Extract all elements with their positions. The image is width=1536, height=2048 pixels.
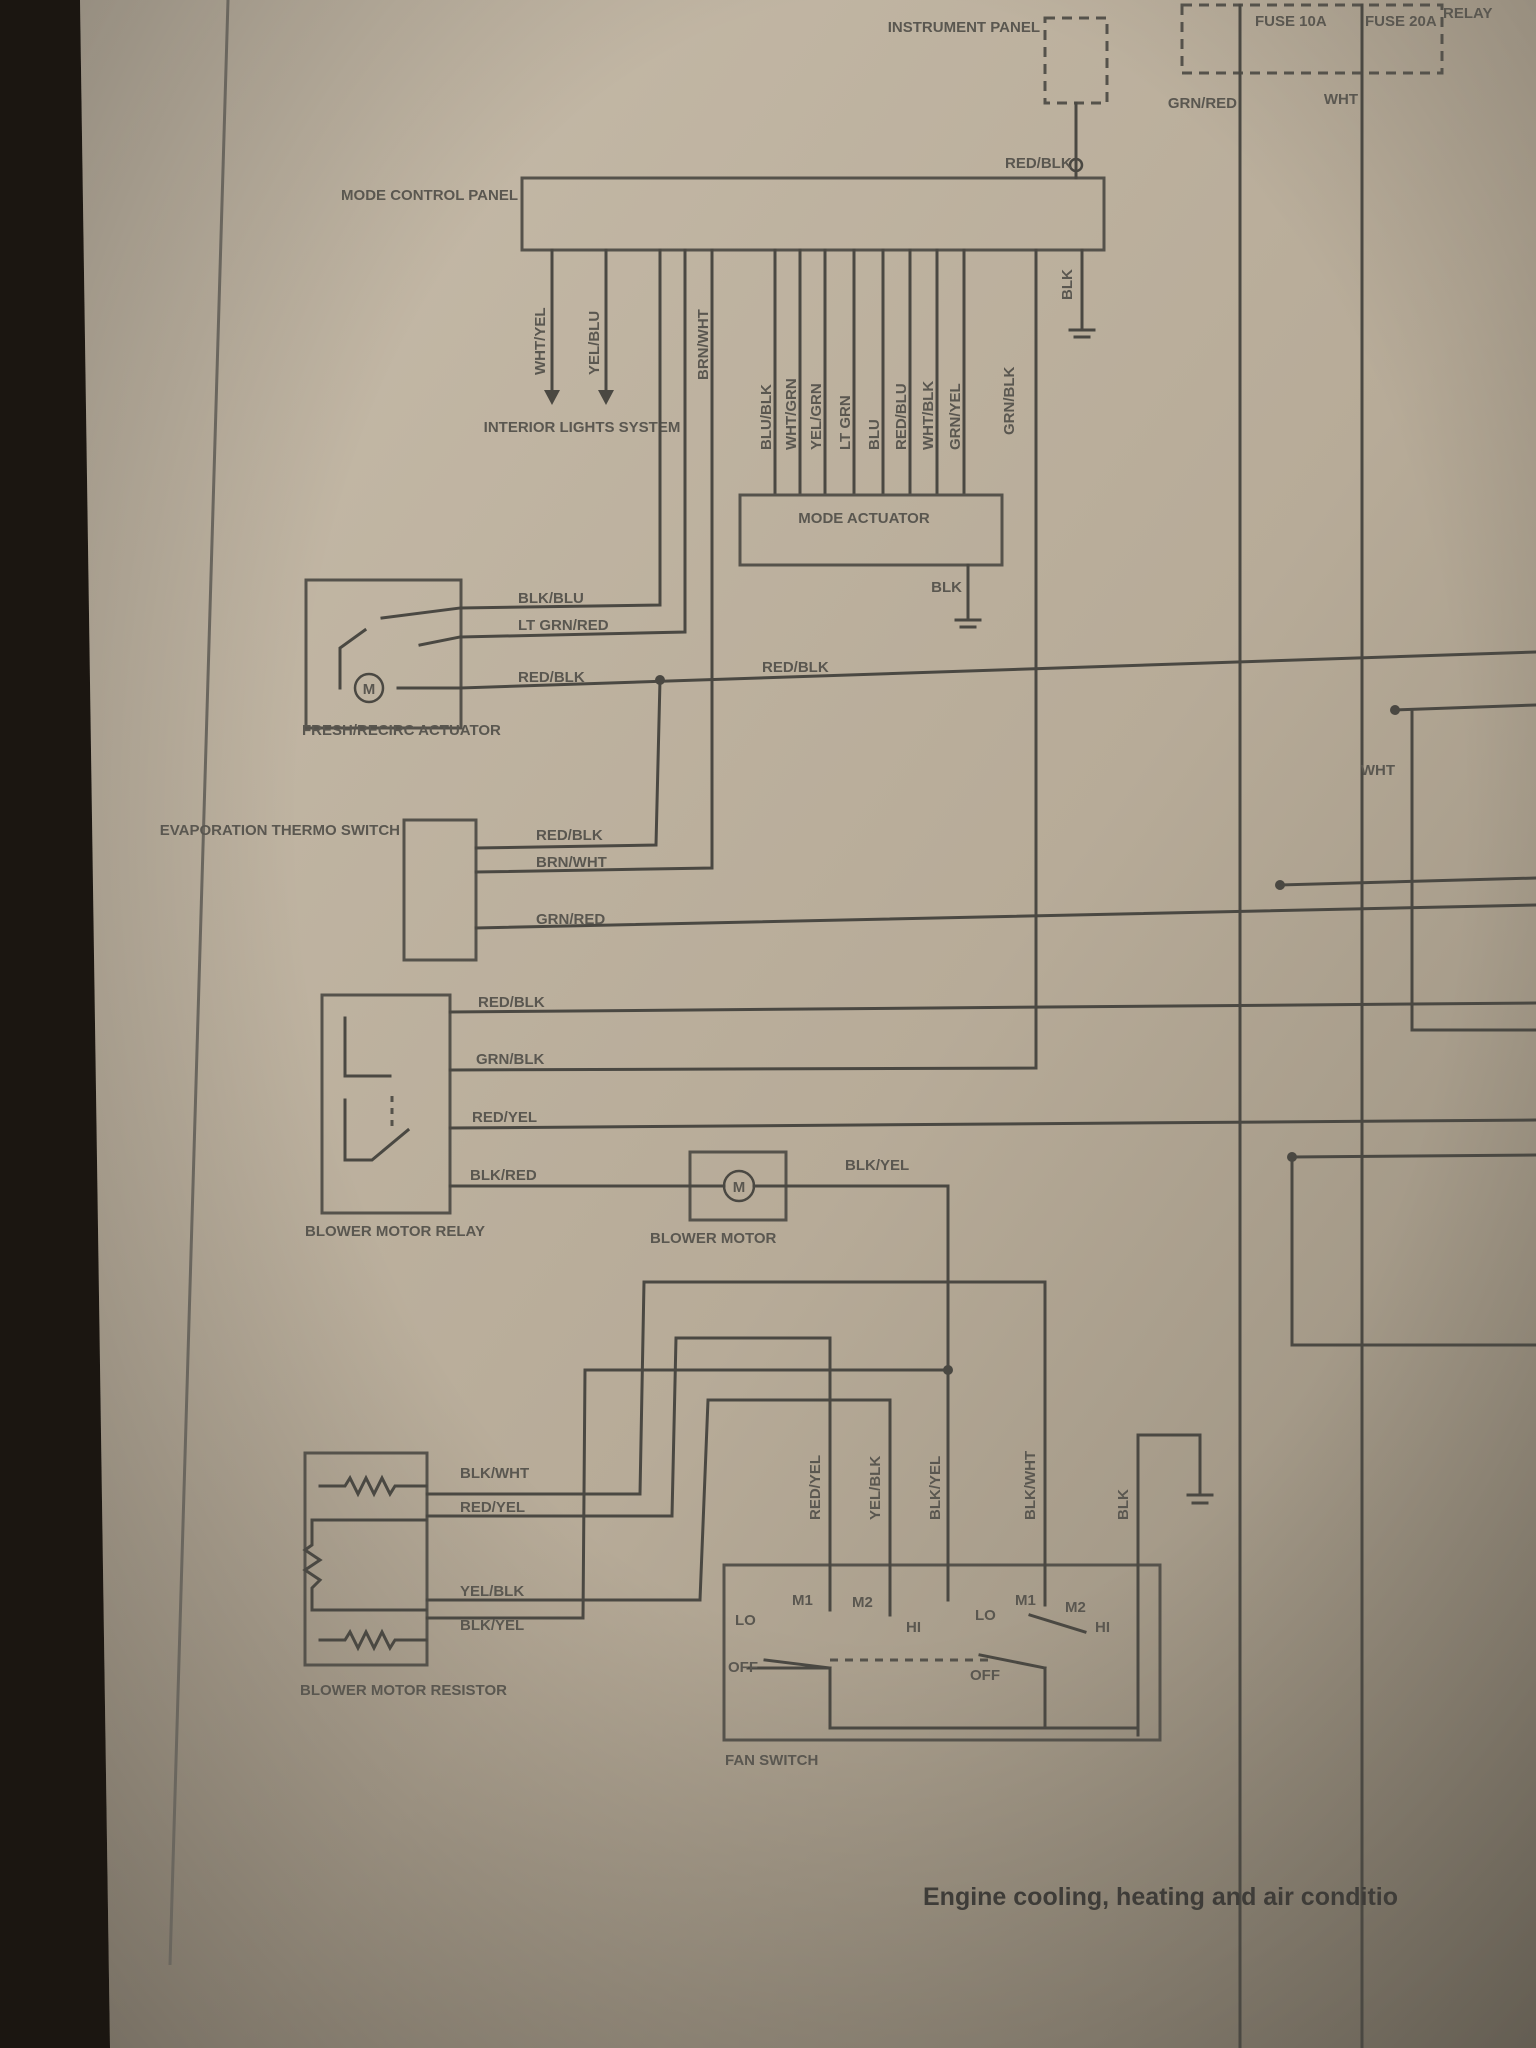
wire-wht-yel: WHT/YEL xyxy=(532,308,549,376)
evaporation-thermo-switch: EVAPORATION THERMO SWITCH RED/BLK BRN/WH… xyxy=(160,248,1536,962)
svg-text:M: M xyxy=(363,681,376,698)
wire-red-blk-mcp: RED/BLK xyxy=(1005,155,1072,172)
resistor-label: BLOWER MOTOR RESISTOR xyxy=(300,1682,507,1699)
blower-motor-resistor: BLOWER MOTOR RESISTOR BLK/WHT RED/YEL YE… xyxy=(300,1451,702,1699)
mode-control-panel: MODE CONTROL PANEL RED/BLK BLK xyxy=(341,155,1106,339)
wire-blk-yel-res: BLK/YEL xyxy=(460,1617,524,1634)
wire-red-blk-fr: RED/BLK xyxy=(518,669,585,686)
interior-lights-system: INTERIOR LIGHTS SYSTEM xyxy=(484,419,681,436)
wire-blk-red-relay: BLK/RED xyxy=(470,1167,537,1184)
footer-text: Engine cooling, heating and air conditio xyxy=(923,1883,1398,1911)
wire-yel-blk-res: YEL/BLK xyxy=(460,1583,524,1600)
fan-m1-1: M1 xyxy=(792,1592,813,1609)
fan-off-1: OFF xyxy=(728,1659,758,1676)
blower-relay-label: BLOWER MOTOR RELAY xyxy=(305,1223,485,1240)
wire-blk-wht-res: BLK/WHT xyxy=(460,1465,529,1482)
mcp-wires: WHT/YEL YEL/BLU BRN/WHT BLU/BLK WHT/GRN … xyxy=(532,248,1018,497)
wire-red-blk-right: RED/BLK xyxy=(762,659,829,676)
mode-control-panel-label: MODE CONTROL PANEL xyxy=(341,187,518,204)
wire-blu-blk: BLU/BLK xyxy=(758,384,775,450)
mode-actuator: MODE ACTUATOR BLK xyxy=(738,493,1004,629)
mode-actuator-label: MODE ACTUATOR xyxy=(798,510,930,527)
wire-red-yel-fan: RED/YEL xyxy=(807,1455,824,1520)
wire-yel-blk-fan: YEL/BLK xyxy=(867,1456,884,1520)
wire-wht-top: WHT xyxy=(1324,91,1358,108)
interior-lights-label: INTERIOR LIGHTS SYSTEM xyxy=(484,419,681,436)
fan-hi-2: HI xyxy=(1095,1619,1110,1636)
wire-wht-grn: WHT/GRN xyxy=(783,378,800,450)
wire-blk-mcp: BLK xyxy=(1059,269,1076,300)
relay-label: RELAY xyxy=(1443,5,1492,22)
fan-lo-1: LO xyxy=(735,1612,756,1629)
blower-motor-label: BLOWER MOTOR xyxy=(650,1230,777,1247)
wire-grn-red-evap: GRN/RED xyxy=(536,911,605,928)
wire-brn-wht: BRN/WHT xyxy=(695,309,712,380)
wire-lt-grn-red-fr: LT GRN/RED xyxy=(518,617,609,634)
wire-red-blk-evap: RED/BLK xyxy=(536,827,603,844)
fan-lo-2: LO xyxy=(975,1607,996,1624)
wire-yel-grn: YEL/GRN xyxy=(808,383,825,450)
fan-switch-label: FAN SWITCH xyxy=(725,1752,818,1769)
wire-blk-fan: BLK xyxy=(1115,1489,1132,1520)
wire-wht-blk: WHT/BLK xyxy=(920,381,937,450)
wire-blk-yel-motor: BLK/YEL xyxy=(845,1157,909,1174)
fan-off-2: OFF xyxy=(970,1667,1000,1684)
fuse-2-label: FUSE 20A xyxy=(1365,13,1437,30)
fan-switch: RED/YEL YEL/BLK BLK/YEL BLK/WHT BLK LO M… xyxy=(722,1451,1162,1769)
fan-m2-2: M2 xyxy=(1065,1599,1086,1616)
mode-actuator-ground: BLK xyxy=(931,579,962,596)
evap-switch-label: EVAPORATION THERMO SWITCH xyxy=(160,822,400,839)
wire-blk-yel-fan: BLK/YEL xyxy=(927,1456,944,1520)
fan-m1-2: M1 xyxy=(1015,1592,1036,1609)
wire-blk-wht-fan: BLK/WHT xyxy=(1022,1451,1039,1520)
wire-brn-wht-evap: BRN/WHT xyxy=(536,854,607,871)
fan-hi-1: HI xyxy=(906,1619,921,1636)
fuse-block: FUSE 10A FUSE 20A RELAY GRN/RED WHT xyxy=(1168,3,1492,2048)
fan-m2-1: M2 xyxy=(852,1594,873,1611)
wire-red-blu: RED/BLU xyxy=(893,383,910,450)
fuse-1-label: FUSE 10A xyxy=(1255,13,1327,30)
wire-grn-blk-relay: GRN/BLK xyxy=(476,1051,544,1068)
wire-red-yel-res: RED/YEL xyxy=(460,1499,525,1516)
wire-blu: BLU xyxy=(866,419,883,450)
right-side-wires: WHT xyxy=(1275,703,1536,1347)
wire-grn-blk-mcp: GRN/BLK xyxy=(1001,367,1018,435)
fresh-recirc-actuator: M FRESH/RECIRC ACTUATOR BLK/BLU LT GRN/R… xyxy=(302,248,1536,739)
instrument-panel: INSTRUMENT PANEL xyxy=(888,16,1109,173)
right-wht-label: WHT xyxy=(1361,762,1395,779)
wire-red-yel-relay: RED/YEL xyxy=(472,1109,537,1126)
wire-blk-blu-fr: BLK/BLU xyxy=(518,590,584,607)
fan-switch-routing xyxy=(581,1280,1214,1620)
blower-motor-symbol: M xyxy=(733,1179,746,1196)
wire-yel-blu: YEL/BLU xyxy=(586,311,603,375)
fresh-recirc-label: FRESH/RECIRC ACTUATOR xyxy=(302,722,501,739)
footer: Engine cooling, heating and air conditio xyxy=(923,1883,1398,1911)
blower-motor-relay: BLOWER MOTOR RELAY RED/BLK GRN/BLK RED/Y… xyxy=(305,248,1536,1240)
wire-grn-red-top: GRN/RED xyxy=(1168,95,1237,112)
wire-lt-grn: LT GRN xyxy=(837,395,854,450)
wire-grn-yel: GRN/YEL xyxy=(947,383,964,450)
wire-red-blk-relay: RED/BLK xyxy=(478,994,545,1011)
blower-motor: M BLOWER MOTOR BLK/YEL xyxy=(650,1150,950,1552)
instrument-panel-label: INSTRUMENT PANEL xyxy=(888,19,1040,36)
